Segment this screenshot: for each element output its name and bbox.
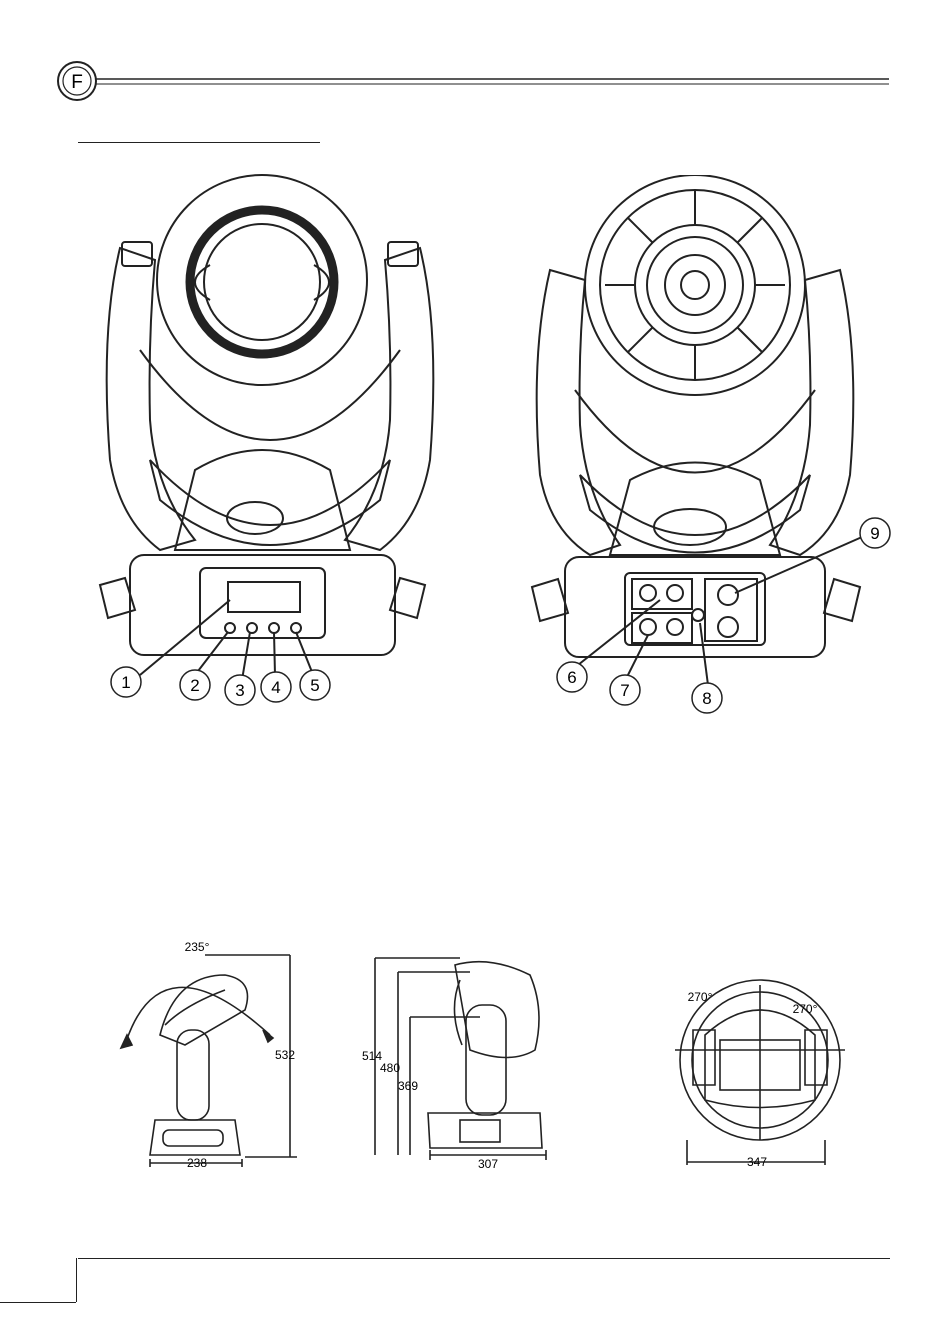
side-view-heights-diagram: 514 480 369 307 [360,950,560,1175]
footer-rule [78,1258,890,1259]
callout-3: 3 [235,681,244,700]
callout-2: 2 [190,676,199,695]
callout-1: 1 [121,673,130,692]
callout-9: 9 [870,524,879,543]
height-480-label: 480 [380,1061,400,1075]
tilt-angle-label: 235° [185,940,210,954]
callout-4: 4 [271,678,280,697]
page-header: F [0,0,950,120]
rear-view-diagram: 9 6 7 8 [520,175,900,715]
pan-right-label: 270° [793,1002,818,1016]
top-view-pan-diagram: 270° 270° 347 [665,965,855,1175]
callout-6: 6 [567,668,576,687]
height-369-label: 369 [398,1079,418,1093]
front-view-diagram: 1 2 3 4 5 [80,170,460,710]
base-238-label: 238 [187,1156,207,1170]
base-307-label: 307 [478,1157,498,1171]
pan-left-label: 270° [688,990,713,1004]
footer-corner-rule [0,1302,76,1303]
footer-corner-tick [76,1258,77,1302]
callout-7: 7 [620,681,629,700]
header-graphic: F [0,0,950,120]
diameter-347-label: 347 [747,1155,767,1169]
title-underline [78,142,320,143]
callout-5: 5 [310,676,319,695]
height-532-label: 532 [275,1048,295,1062]
callout-8: 8 [702,689,711,708]
side-view-tilt-diagram: 235° 532 238 [105,935,305,1170]
section-letter: F [71,72,83,93]
